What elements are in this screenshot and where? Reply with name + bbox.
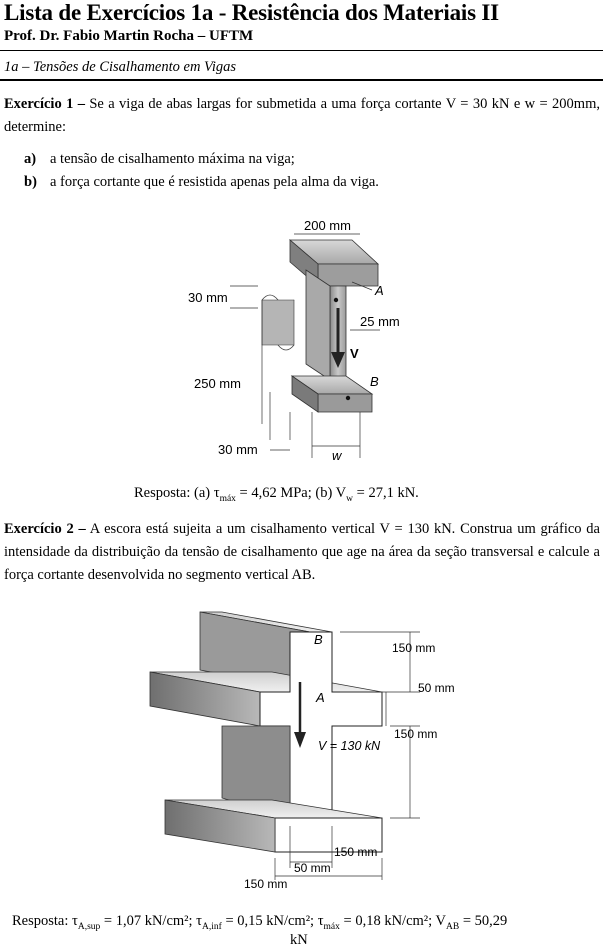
exercise-2-answer: Resposta: τA,sup = 1,07 kN/cm²; τA,inf =… <box>12 913 507 932</box>
exercise-2-statement: Exercício 2 – A escora está sujeita a um… <box>4 518 600 587</box>
answer-part: = 0,18 kN/cm²; V <box>339 913 447 929</box>
exercise-1-text: Se a viga de abas largas for submetida a… <box>4 96 600 135</box>
label-V: V = 130 kN <box>318 739 381 753</box>
item-text: a força cortante que é resistida apenas … <box>50 174 379 190</box>
label-A: A <box>315 690 325 705</box>
label-V: V <box>350 346 359 361</box>
exercise-2-answer-line2: kN <box>290 932 308 948</box>
dim-25mm: 25 mm <box>360 314 400 329</box>
exercise-1-statement: Exercício 1 – Se a viga de abas largas f… <box>4 93 600 139</box>
dim-30mm-bottom: 30 mm <box>218 442 258 457</box>
exercise-1-label: Exercício 1 – <box>4 96 85 112</box>
answer-subscript: máx <box>219 493 236 504</box>
dim-30mm-flange: 30 mm <box>188 290 228 305</box>
dim-150mm-low: 150 mm <box>334 845 377 859</box>
label-B: B <box>370 374 379 389</box>
dim-50mm-bottom: 50 mm <box>294 861 331 875</box>
figure-wide-flange-beam: 200 mm 30 mm A 25 mm V 250 mm B 30 mm w <box>188 218 400 463</box>
answer-subscript: máx <box>323 921 340 932</box>
author-line: Prof. Dr. Fabio Martin Rocha – UFTM <box>4 28 254 44</box>
exercise-1-item-b: b) a força cortante que é resistida apena… <box>24 174 379 191</box>
figure-strut-section: B 150 mm 50 mm A 150 mm V = 130 kN 150 m… <box>149 611 455 891</box>
exercise-1-answer: Resposta: (a) τmáx = 4,62 MPa; (b) Vw = … <box>134 485 419 504</box>
label-w: w <box>332 448 343 463</box>
exercise-1-item-a: a) a tensão de cisalhamento máxima na vig… <box>24 151 295 168</box>
answer-part: = 50,29 <box>459 913 508 929</box>
header-divider-thick <box>0 79 603 81</box>
dim-150mm-top: 150 mm <box>392 641 435 655</box>
answer-part: = 27,1 kN. <box>353 485 419 501</box>
dim-50mm-top: 50 mm <box>418 681 455 695</box>
header-divider <box>0 50 603 51</box>
item-letter: a) <box>24 151 37 167</box>
dim-150mm-mid: 150 mm <box>394 727 437 741</box>
answer-subscript: A,sup <box>77 921 101 932</box>
answer-part: Resposta: τ <box>12 913 78 929</box>
page-title: Lista de Exercícios 1a - Resistência dos… <box>4 0 499 25</box>
exercise-2-text: A escora está sujeita a um cisalhamento … <box>4 521 600 583</box>
answer-part: = 1,07 kN/cm²; τ <box>100 913 203 929</box>
answer-subscript: w <box>346 493 354 504</box>
section-subtitle: 1a – Tensões de Cisalhamento em Vigas <box>4 59 236 75</box>
dim-200mm: 200 mm <box>304 218 351 233</box>
label-B: B <box>314 632 323 647</box>
item-text: a tensão de cisalhamento máxima na viga; <box>50 151 295 167</box>
item-letter: b) <box>24 174 37 190</box>
exercise-2-label: Exercício 2 – <box>4 521 86 537</box>
answer-subscript: AB <box>446 921 460 932</box>
dim-250mm: 250 mm <box>194 376 241 391</box>
dim-150mm-bottom: 150 mm <box>244 877 287 891</box>
label-A: A <box>374 283 384 298</box>
answer-part: = 4,62 MPa; (b) V <box>235 485 347 501</box>
answer-part: = 0,15 kN/cm²; τ <box>221 913 324 929</box>
answer-part: Resposta: (a) τ <box>134 485 220 501</box>
answer-subscript: A,inf <box>202 921 222 932</box>
